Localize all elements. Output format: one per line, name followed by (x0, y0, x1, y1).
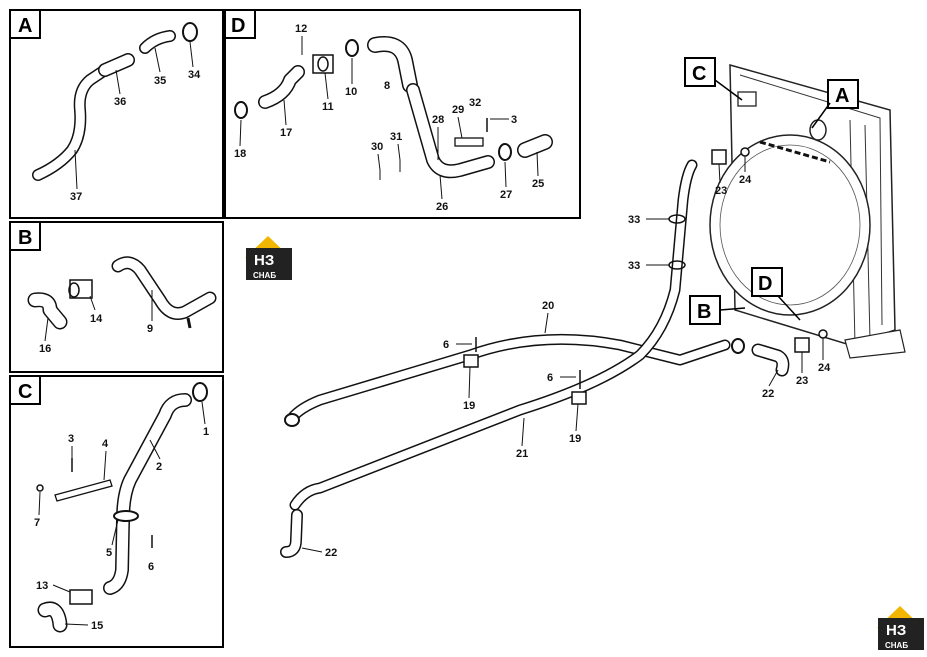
label-part-30: 30 (371, 141, 383, 153)
label-part-28: 28 (432, 114, 444, 126)
label-part-24-lower: 24 (818, 362, 831, 374)
panel-c-letter: C (18, 381, 32, 403)
label-part-20: 20 (542, 300, 554, 312)
label-part-25: 25 (532, 178, 544, 190)
logo-bottom: НЗ СНАБ (877, 606, 924, 650)
panel-c: C 1 2 3 4 5 6 7 13 15 (9, 375, 224, 648)
panel-b-frame (9, 221, 224, 373)
label-part-14: 14 (90, 313, 103, 325)
callout-c: C (692, 63, 706, 85)
logo-top: НЗ СНАБ (245, 236, 292, 280)
label-part-24-upper: 24 (739, 174, 752, 186)
label-part-16: 16 (39, 343, 51, 355)
label-part-19-left: 19 (463, 400, 475, 412)
callout-a: A (835, 85, 849, 107)
label-part-33-upper: 33 (628, 214, 640, 226)
panel-a-letter: A (18, 15, 32, 37)
panel-d-letter: D (231, 15, 245, 37)
label-part-31: 31 (390, 131, 402, 143)
label-part-23-upper: 23 (715, 185, 727, 197)
label-part-15: 15 (91, 620, 103, 632)
label-part-27: 27 (500, 189, 512, 201)
panel-a-frame (9, 9, 224, 219)
panel-d: D 12 8 10 11 17 18 (224, 9, 581, 219)
panel-c-frame (9, 375, 224, 648)
callout-c-box (684, 57, 716, 87)
panel-d-tag (224, 9, 256, 39)
label-part-37: 37 (70, 191, 82, 203)
label-part-3-c: 3 (68, 433, 74, 445)
callout-d-box (751, 267, 783, 297)
panel-b: B 14 9 16 (9, 221, 224, 373)
panel-a: A 34 35 36 37 (9, 9, 224, 219)
callout-b-box (689, 295, 721, 325)
label-part-35: 35 (154, 75, 166, 87)
logo-top-mark: НЗ (254, 252, 274, 269)
label-part-19-right: 19 (569, 433, 581, 445)
panel-d-frame (224, 9, 581, 219)
label-part-34: 34 (188, 69, 201, 81)
callout-b: B (697, 301, 711, 323)
main-assembly: C A B D 33 33 20 6 6 19 19 21 23 24 23 2… (280, 57, 906, 559)
callout-d: D (758, 273, 772, 295)
label-part-6-c: 6 (148, 561, 154, 573)
label-part-3-d: 3 (511, 114, 517, 126)
callout-a-box (827, 79, 859, 109)
panel-b-letter: B (18, 227, 32, 249)
label-part-26: 26 (436, 201, 448, 213)
label-part-7: 7 (34, 517, 40, 529)
label-part-29: 29 (452, 104, 464, 116)
label-part-33-lower: 33 (628, 260, 640, 272)
label-part-10: 10 (345, 86, 357, 98)
panel-a-tag (9, 9, 41, 39)
panel-c-tag (9, 375, 41, 405)
logo-top-word: СНАБ (253, 271, 276, 280)
label-part-1: 1 (203, 426, 209, 438)
label-part-12: 12 (295, 23, 307, 35)
label-part-32: 32 (469, 97, 481, 109)
label-part-9: 9 (147, 323, 153, 335)
label-part-11: 11 (322, 101, 334, 113)
panel-b-tag (9, 221, 41, 251)
label-part-6-upper: 6 (443, 339, 449, 351)
label-part-17: 17 (280, 127, 292, 139)
logo-bottom-word: СНАБ (885, 641, 908, 650)
label-part-21: 21 (516, 448, 528, 460)
label-part-5: 5 (106, 547, 112, 559)
label-part-2: 2 (156, 461, 162, 473)
label-part-4: 4 (102, 438, 109, 450)
label-part-18: 18 (234, 148, 246, 160)
logo-bottom-mark: НЗ (886, 622, 906, 639)
label-part-23-lower: 23 (796, 375, 808, 387)
label-part-22-left: 22 (325, 547, 337, 559)
label-part-36: 36 (114, 96, 126, 108)
label-part-8: 8 (384, 80, 390, 92)
label-part-22-right: 22 (762, 388, 774, 400)
label-part-13: 13 (36, 580, 48, 592)
label-part-6-lower: 6 (547, 372, 553, 384)
